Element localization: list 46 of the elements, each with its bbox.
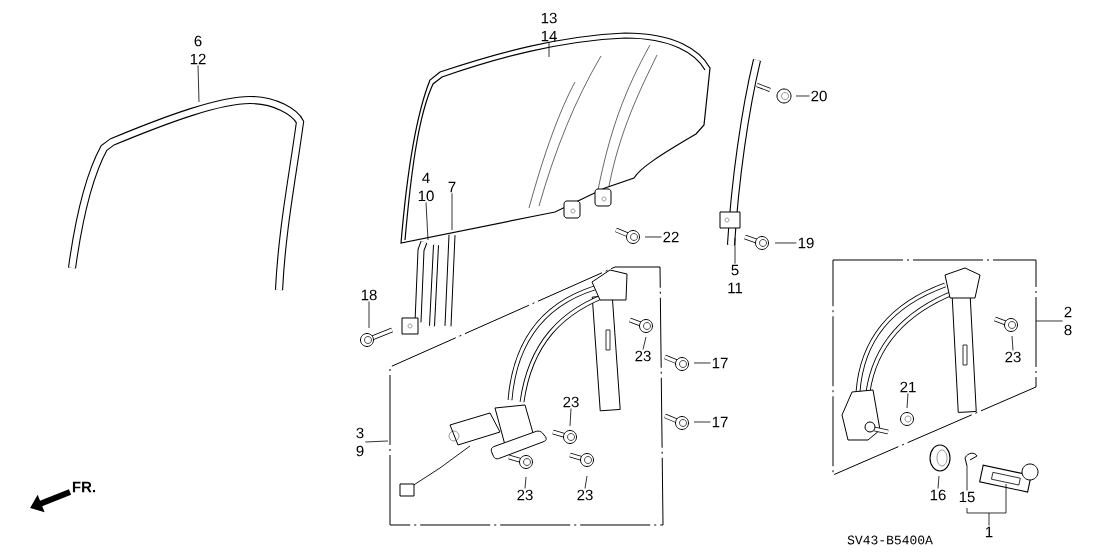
leader-line (524, 476, 527, 489)
callout-number: 2 8 (1064, 306, 1072, 336)
direction-label: FR. (72, 481, 96, 493)
leader-line (906, 393, 909, 409)
leader-line (451, 192, 453, 231)
leader-line (774, 242, 797, 244)
callout-number: 23 (635, 350, 651, 362)
callout-number: 15 (959, 491, 975, 503)
callout-number: 16 (930, 489, 946, 501)
leader-line (693, 421, 711, 423)
drawing-code: SV43-B5400A (847, 535, 933, 545)
callout-number: 4 10 (418, 172, 434, 202)
leader-line (966, 483, 1007, 527)
callout-number: 1 (986, 526, 993, 538)
leader-line (425, 202, 429, 241)
callout-number: 18 (361, 289, 377, 301)
callout-number: 3 9 (356, 427, 364, 457)
callout-number: 21 (900, 381, 916, 393)
callout-number: 22 (663, 231, 679, 243)
callout-number: 7 (448, 181, 456, 193)
leader-line (937, 475, 940, 489)
leader-line (693, 362, 711, 364)
leader-line (365, 440, 389, 443)
leader-line (734, 237, 736, 265)
callout-number: 23 (577, 489, 593, 501)
callout-number: 17 (712, 416, 728, 428)
leader-line (548, 42, 550, 58)
leader-line (1035, 320, 1064, 322)
leader-line (569, 408, 572, 427)
callout-number: 23 (1005, 351, 1021, 363)
callout-number: 13 14 (541, 12, 557, 42)
callout-number: 23 (517, 489, 533, 501)
callout-number: 20 (811, 90, 827, 102)
leader-line (642, 336, 647, 350)
leader-line (368, 301, 370, 329)
callout-number: 5 11 (728, 264, 743, 294)
leader-line (1011, 335, 1014, 351)
leader-line (197, 65, 200, 103)
leader-line (584, 475, 588, 489)
callout-number: 19 (798, 237, 814, 249)
callout-number: 6 12 (190, 35, 206, 65)
leader-line (966, 465, 968, 491)
callout-number: 23 (563, 396, 579, 408)
callout-number: 17 (712, 357, 728, 369)
leader-line (644, 236, 662, 238)
leader-line (795, 95, 810, 97)
